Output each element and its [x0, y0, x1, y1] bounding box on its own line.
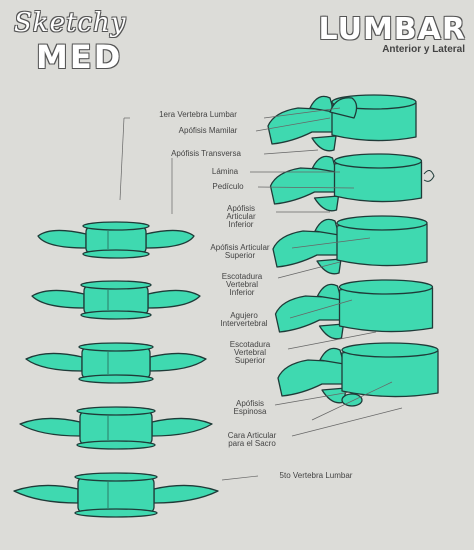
label-intervertebral-foramen: Agujero Intervertebral — [198, 312, 290, 328]
anterior-l2-inferior-rim — [81, 311, 151, 319]
anterior-l4-vertebral-body — [80, 411, 152, 445]
label-inferior-vertebral-notch: Escotadura Vertebral Inferior — [206, 273, 278, 297]
anterior-l2-right-transverse-process — [148, 290, 200, 308]
anterior-l3-vertebral-body — [82, 347, 150, 379]
label-spinous-process: Apófisis Espinosa — [225, 400, 275, 416]
label-transverse-process: Apófisis Transversa — [148, 150, 264, 158]
leader-line-1-extension — [120, 118, 124, 200]
leader-line-4 — [264, 150, 318, 154]
anterior-l1-superior-rim — [83, 222, 149, 230]
label-superior-articular-process: Apófisis Articular Superior — [188, 244, 292, 260]
label-sacral-articular-facet: Cara Articular para el Sacro — [212, 432, 292, 448]
anterior-l1-inferior-rim — [83, 250, 149, 258]
lateral-l3-superior-endplate — [337, 216, 427, 230]
anterior-l5-superior-rim — [75, 473, 157, 481]
label-mamillary-process: Apófisis Mamilar — [160, 127, 256, 135]
label-pedicle: Pedículo — [198, 183, 258, 191]
anterior-l1-right-transverse-process — [146, 230, 194, 248]
anterior-l3-right-transverse-process — [150, 353, 206, 371]
anterior-l3-left-transverse-process — [26, 353, 82, 371]
leader-line-14 — [222, 476, 258, 480]
anterior-l5-right-transverse-process — [154, 485, 218, 503]
lateral-l1-inferior-articular-process — [312, 136, 336, 151]
lateral-l3-inferior-articular-process — [317, 259, 341, 274]
anterior-l4-superior-rim — [77, 407, 155, 415]
lateral-l5-superior-endplate — [342, 343, 438, 357]
label-lamina: Lámina — [200, 168, 250, 176]
label-first-vertebra: 1era Vertebra Lumbar — [132, 111, 264, 119]
anterior-l4-inferior-rim — [77, 441, 155, 449]
anterior-l2-left-transverse-process — [32, 290, 84, 308]
lateral-l4-superior-endplate — [340, 280, 433, 294]
lateral-l2-superior-endplate — [335, 154, 422, 168]
anterior-l3-inferior-rim — [79, 375, 153, 383]
label-inferior-articular-process: Apófisis Articular Inferior — [206, 205, 276, 229]
page-title: LUMBAR — [319, 12, 466, 47]
anterior-l4-right-transverse-process — [152, 418, 212, 436]
label-superior-vertebral-notch: Escotadura Vertebral Superior — [212, 341, 288, 365]
anterior-l3-superior-rim — [79, 343, 153, 351]
anterior-l2-superior-rim — [81, 281, 151, 289]
lateral-l2-inferior-articular-process — [315, 196, 339, 211]
brand-logo-top: Sketchy — [14, 8, 126, 38]
page-subtitle: Anterior y Lateral — [382, 44, 465, 55]
anterior-l5-inferior-rim — [75, 509, 157, 517]
lateral-l2-body-mark — [424, 170, 434, 181]
brand-logo-bottom: MED — [36, 38, 122, 76]
label-fifth-vertebra: 5to Vertebra Lumbar — [258, 472, 374, 480]
anterior-l4-left-transverse-process — [20, 418, 80, 436]
anterior-l1-left-transverse-process — [38, 230, 86, 248]
anterior-l5-vertebral-body — [78, 477, 154, 513]
leader-line-13 — [292, 408, 402, 436]
anterior-l5-left-transverse-process — [14, 485, 78, 503]
